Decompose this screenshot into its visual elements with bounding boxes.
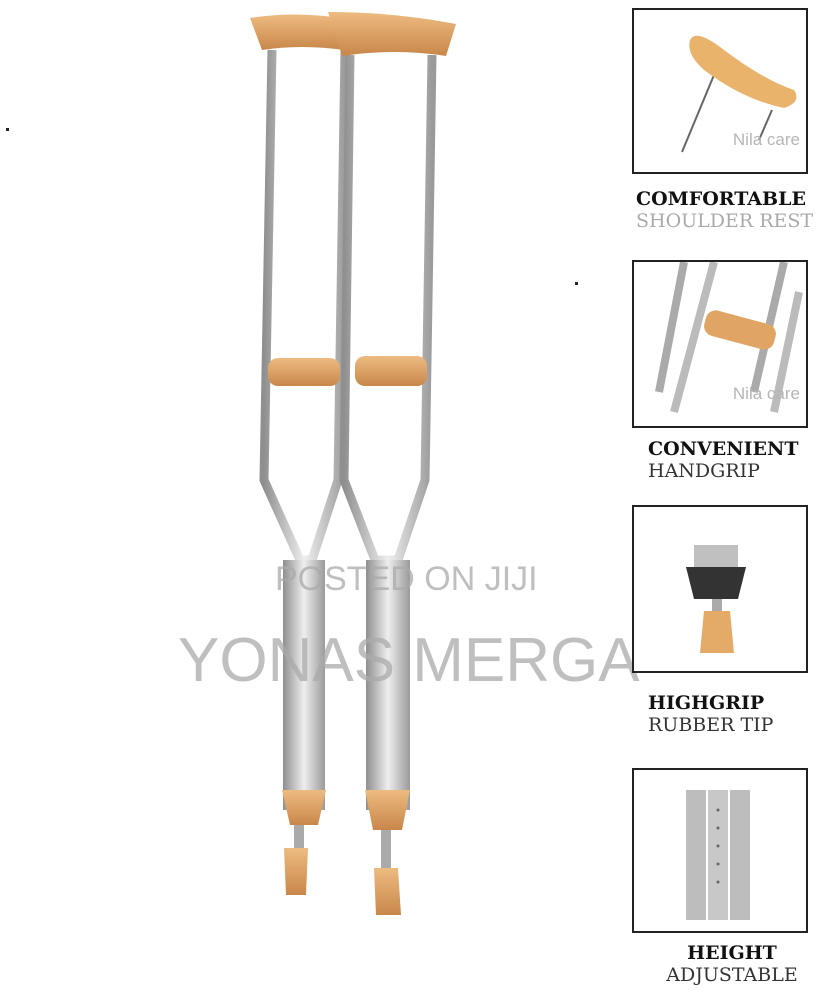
rubber-tip-icon bbox=[686, 545, 746, 653]
adjustable-tube-icon bbox=[686, 790, 750, 920]
watermark-line2: YONAS MERGA bbox=[178, 626, 640, 695]
feature-title: HIGHGRIP bbox=[648, 692, 765, 714]
brand-label: Nila care bbox=[732, 130, 800, 149]
speck bbox=[6, 128, 9, 131]
handgrip-icon bbox=[655, 260, 803, 414]
watermark-line1: POSTED ON JIJI bbox=[275, 560, 538, 598]
feature-panel-adjustable bbox=[632, 768, 808, 933]
feature-caption: COMFORTABLE SHOULDER REST bbox=[636, 188, 813, 232]
feature-subtitle: SHOULDER REST bbox=[636, 210, 814, 232]
feature-caption: CONVENIENT HANDGRIP bbox=[648, 438, 799, 482]
feature-title: CONVENIENT bbox=[648, 438, 799, 460]
feature-subtitle: HANDGRIP bbox=[648, 460, 760, 482]
shoulder-rest-icon bbox=[681, 35, 797, 153]
feature-panel-rubber-tip bbox=[632, 505, 808, 673]
feature-panel-shoulder-rest: Nila care bbox=[632, 8, 808, 174]
brand-label: Nila care bbox=[732, 384, 800, 403]
feature-title: HEIGHT bbox=[687, 942, 777, 964]
feature-subtitle: ADJUSTABLE bbox=[666, 964, 798, 986]
speck bbox=[575, 282, 578, 285]
feature-caption: HIGHGRIP RUBBER TIP bbox=[648, 692, 773, 736]
feature-title: COMFORTABLE bbox=[636, 188, 806, 210]
crutches-image bbox=[250, 12, 456, 915]
crutch-right bbox=[328, 12, 456, 915]
feature-caption: HEIGHT ADJUSTABLE bbox=[652, 942, 812, 986]
feature-subtitle: RUBBER TIP bbox=[648, 714, 774, 736]
feature-panel-handgrip: Nila care bbox=[632, 260, 808, 428]
crutch-left bbox=[250, 14, 352, 895]
